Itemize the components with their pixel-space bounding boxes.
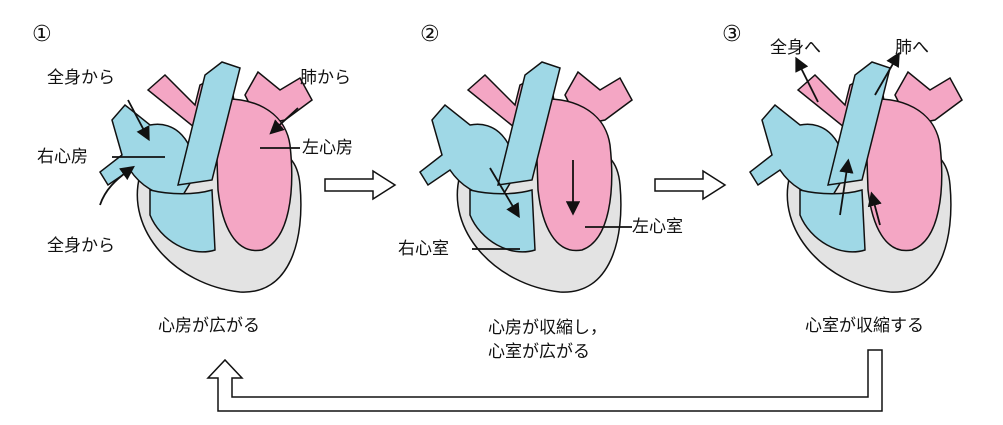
label-to-body: 全身へ [770, 38, 821, 58]
label-right-ventricle: 右心室 [398, 239, 449, 259]
label-right-atrium: 右心房 [37, 147, 88, 167]
caption-line: 心室が広がる [488, 342, 590, 362]
label-to-lung: 肺へ [895, 38, 929, 58]
heart-1 [99, 61, 313, 293]
next-step-arrow-1 [324, 170, 396, 200]
label-left-atrium: 左心房 [302, 138, 353, 158]
label-from-body-bottom: 全身から [47, 236, 115, 256]
heart-3 [749, 61, 963, 293]
cycle-return-arrow [206, 349, 883, 412]
label-left-ventricle: 左心室 [632, 217, 683, 237]
caption-step-3: 心室が収縮する [805, 314, 924, 338]
label-from-lung: 肺から [300, 68, 351, 88]
next-step-arrow-2 [654, 170, 726, 200]
caption-line: 心房が収縮し， [488, 318, 607, 338]
flow-arrows-2 [472, 160, 632, 250]
step-number-1: ① [32, 22, 52, 47]
flow-arrows-1 [99, 99, 300, 206]
step-number-3: ③ [722, 22, 742, 47]
heart-2 [419, 61, 633, 293]
caption-line: 心室が収縮する [805, 316, 924, 336]
label-from-body-top: 全身から [47, 68, 115, 88]
caption-step-2: 心房が収縮し， 心室が広がる [488, 316, 607, 364]
caption-step-1: 心房が広がる [158, 314, 260, 338]
flow-arrows-3 [795, 51, 900, 226]
caption-line: 心房が広がる [158, 316, 260, 336]
step-number-2: ② [420, 22, 440, 47]
